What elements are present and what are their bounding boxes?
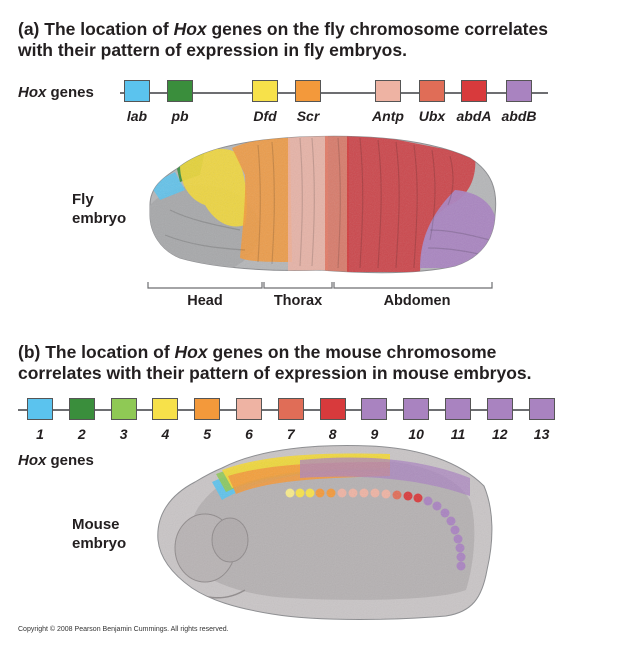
fly-gene-box-Antp <box>375 80 401 102</box>
mouse-hox-label-italic: Hox <box>18 452 47 469</box>
mouse-gene-box-8 <box>319 398 346 420</box>
part-b-title-line2: correlates with their pattern of express… <box>18 363 532 383</box>
mouse-gene-number-13: 13 <box>533 426 550 442</box>
fly-gene-label-Ubx: Ubx <box>418 108 446 124</box>
mouse-gene-number-5: 5 <box>203 426 212 442</box>
mouse-gene-box-11 <box>445 398 471 420</box>
part-b-title: (b) The location of Hox genes on the mou… <box>18 342 618 384</box>
fly-embryo <box>149 135 497 274</box>
fly-hox-label-rest: genes <box>46 84 94 101</box>
fly-embryo-label: Fly embryo <box>72 190 126 228</box>
mouse-gene-number-9: 9 <box>370 426 379 442</box>
fly-gene-label-Dfd: Dfd <box>253 108 277 124</box>
region-thorax-label: Thorax <box>273 293 323 309</box>
abdomen-bracket <box>333 282 493 289</box>
region-head-label: Head <box>187 293 223 309</box>
part-a-title-suffix: genes on the fly chromosome correlates <box>206 19 548 39</box>
mouse-gene-box-4 <box>152 398 179 420</box>
fly-gene-box-abdA <box>461 80 487 102</box>
mouse-gene-box-10 <box>403 398 430 420</box>
mouse-gene-number-1: 1 <box>36 426 44 442</box>
head-bracket <box>147 282 263 289</box>
mouse-gene-number-4: 4 <box>161 426 170 442</box>
fly-gene-box-Ubx <box>419 80 445 102</box>
copyright-notice: Copyright © 2008 Pearson Benjamin Cummin… <box>18 626 229 633</box>
fly-embryo-label-line2: embryo <box>72 210 127 227</box>
fly-gene-label-pb: pb <box>171 108 189 124</box>
mouse-gene-number-11: 11 <box>450 426 466 442</box>
part-b-title-italic: Hox <box>174 342 208 362</box>
fly-hox-genes-label: Hox genes <box>18 84 94 101</box>
fly-embryo-label-line1: Fly <box>72 191 94 208</box>
fly-gene-label-Scr: Scr <box>296 108 320 124</box>
mouse-gene-box-3 <box>110 398 137 420</box>
part-a-title-prefix: (a) The location of <box>18 19 174 39</box>
mouse-gene-number-3: 3 <box>119 426 128 442</box>
fly-gene-label-Antp: Antp <box>372 108 404 124</box>
fly-gene-box-abdB <box>506 80 532 102</box>
fly-gene-box-pb <box>167 80 193 102</box>
mouse-gene-number-8: 8 <box>328 426 337 442</box>
fly-gene-box-Dfd <box>252 80 278 102</box>
mouse-gene-number-7: 7 <box>286 426 295 442</box>
mouse-embryo-label-line2: embryo <box>72 535 127 552</box>
mouse-gene-box-9 <box>361 398 388 420</box>
part-a-title: (a) The location of Hox genes on the fly… <box>18 19 618 61</box>
mouse-gene-number-2: 2 <box>77 426 86 442</box>
mouse-gene-box-12 <box>486 398 513 420</box>
fly-gene-box-Scr <box>295 80 321 102</box>
thorax-bracket <box>263 282 333 289</box>
mouse-hox-label-rest: genes <box>46 452 94 469</box>
part-b-title-suffix: genes on the mouse chromosome <box>207 342 497 362</box>
mouse-gene-number-10: 10 <box>408 426 424 442</box>
mouse-gene-box-1 <box>27 398 53 420</box>
fly-gene-label-abdB: abdB <box>501 108 537 124</box>
mouse-embryo-label: Mouse embryo <box>72 515 126 553</box>
mouse-gene-box-2 <box>68 398 95 420</box>
part-b-title-prefix: (b) The location of <box>18 342 175 362</box>
mouse-embryo <box>157 445 493 620</box>
mouse-hox-genes-label: Hox genes <box>18 452 94 469</box>
region-brackets <box>147 282 493 289</box>
fly-gene-label-abdA: abdA <box>456 108 492 124</box>
fly-gene-box-lab <box>124 80 150 102</box>
part-a-title-line2: with their pattern of expression in fly … <box>18 40 407 60</box>
region-abdomen-label: Abdomen <box>383 293 451 309</box>
mouse-gene-number-12: 12 <box>492 426 508 442</box>
mouse-gene-box-5 <box>194 398 221 420</box>
mouse-gene-box-7 <box>277 398 304 420</box>
mouse-gene-box-13 <box>528 398 555 420</box>
fly-hox-label-italic: Hox <box>18 84 47 101</box>
fly-gene-label-lab: lab <box>126 108 148 124</box>
mouse-gene-box-6 <box>236 398 262 420</box>
mouse-gene-number-6: 6 <box>245 426 253 442</box>
part-a-title-italic: Hox <box>173 19 207 39</box>
mouse-embryo-label-line1: Mouse <box>72 516 120 533</box>
